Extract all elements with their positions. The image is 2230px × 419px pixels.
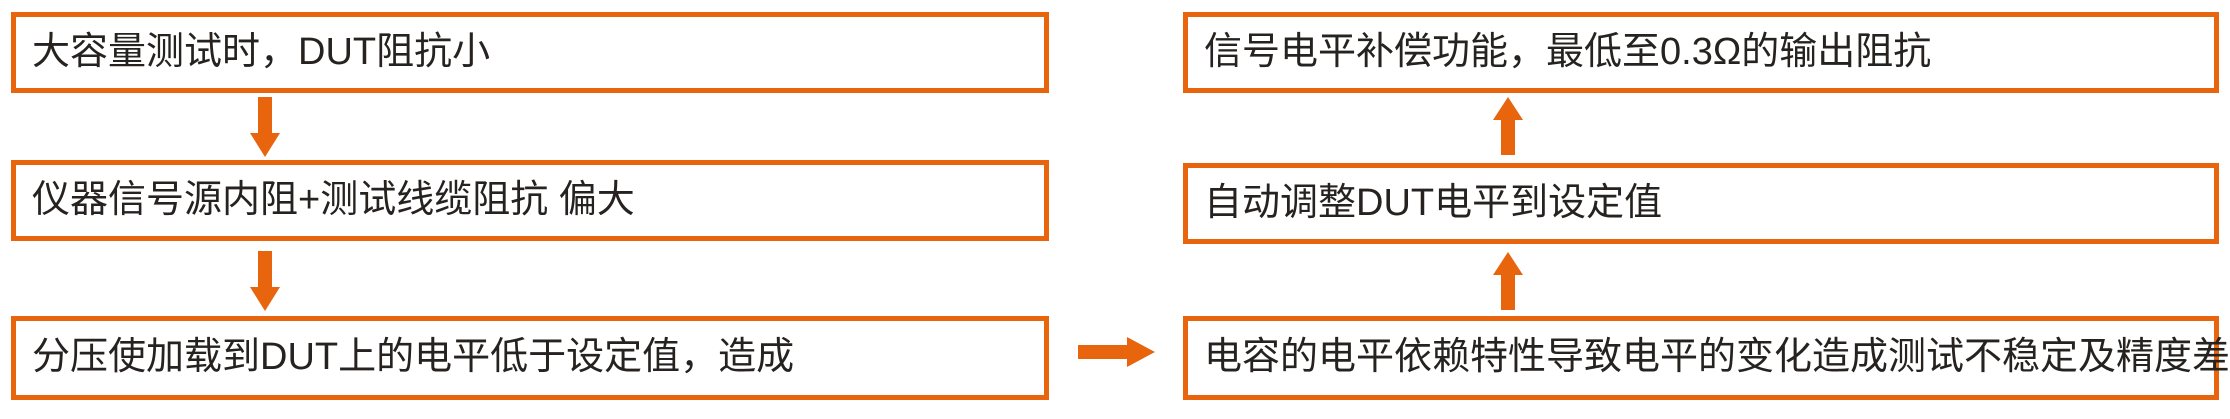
solution-box-2-label: 自动调整DUT电平到设定值 [1204, 181, 1663, 224]
problem-box-3-label: 分压使加载到DUT上的电平低于设定值，造成 [32, 336, 795, 379]
solution-box-3: 电容的电平依赖特性导致电平的变化造成测试不稳定及精度差 [1183, 316, 2230, 400]
solution-box-1-label: 信号电平补偿功能，最低至0.3Ω的输出阻抗 [1204, 30, 1932, 73]
problem-box-2: 仪器信号源内阻+测试线缆阻抗 偏大 [11, 160, 1049, 241]
arrow-down-icon [250, 97, 280, 157]
arrow-up-icon [1493, 252, 1523, 310]
problem-box-1: 大容量测试时，DUT阻抗小 [11, 12, 1049, 93]
solution-box-2: 自动调整DUT电平到设定值 [1183, 163, 2219, 244]
problem-box-1-label: 大容量测试时，DUT阻抗小 [32, 30, 491, 73]
solution-box-1: 信号电平补偿功能，最低至0.3Ω的输出阻抗 [1183, 12, 2219, 93]
arrow-up-icon [1493, 97, 1523, 155]
arrow-right-icon [1078, 337, 1155, 367]
arrow-down-icon [250, 251, 280, 311]
problem-box-2-label: 仪器信号源内阻+测试线缆阻抗 偏大 [32, 178, 635, 221]
solution-box-3-label: 电容的电平依赖特性导致电平的变化造成测试不稳定及精度差 [1204, 336, 2230, 379]
problem-box-3: 分压使加载到DUT上的电平低于设定值，造成 [11, 316, 1049, 400]
